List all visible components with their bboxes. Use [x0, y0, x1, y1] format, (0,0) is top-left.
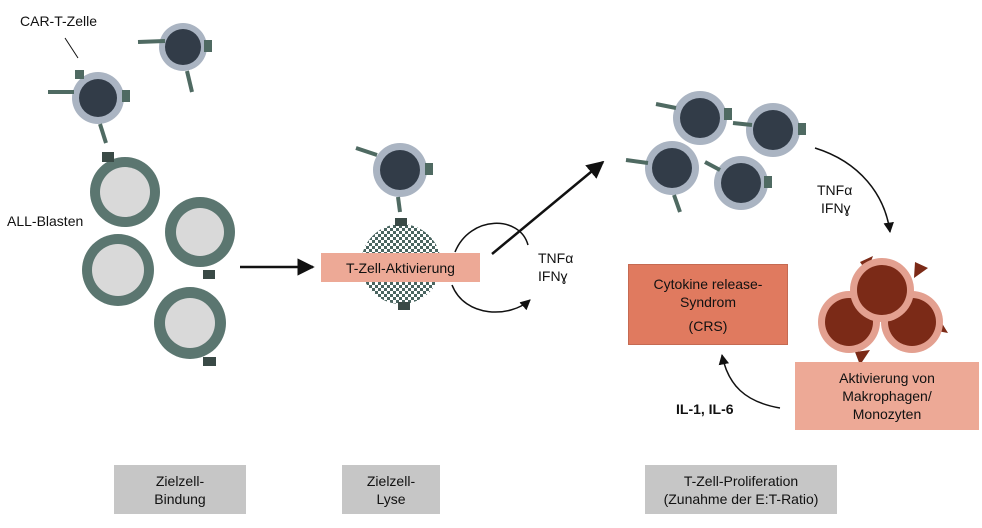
blast-cell [90, 152, 160, 227]
crs-box: Cytokine release- Syndrom (CRS) [628, 264, 788, 345]
ifn-gamma-label: IFNɣ [821, 200, 851, 216]
arrow-to-proliferation [491, 160, 605, 255]
car-t-cell [48, 70, 130, 144]
car-t-cell [355, 143, 433, 213]
stage-3-line-1: T-Zell-Proliferation [683, 472, 799, 489]
tnf-alpha-label: TNFα [817, 182, 853, 198]
cytokine-loop-arc [454, 222, 529, 253]
arrow-to-macrophages [814, 147, 894, 234]
all-blasts-label: ALL-Blasten [7, 213, 84, 229]
stage-1-line-1: Zielzell- [155, 472, 205, 489]
cytokine-loop-arrow [451, 284, 531, 313]
car-t-cell [625, 141, 699, 213]
car-t-cell [137, 23, 212, 93]
arrow-to-crs [718, 353, 781, 409]
blast-cell [82, 234, 154, 306]
macrophage-line-2: Makrophagen/ [842, 388, 932, 404]
crs-line-1: Cytokine release- [653, 275, 763, 292]
tnf-alpha-label: TNFα [538, 250, 574, 266]
stage-t-cell-proliferation: T-Zell-Proliferation (Zunahme der E:T-Ra… [645, 465, 837, 514]
macrophage-line-3: Monozyten [852, 406, 922, 422]
stage-2-line-1: Zielzell- [366, 472, 416, 489]
stage-target-binding: Zielzell- Bindung [114, 465, 246, 514]
macrophage-line-1: Aktivierung von [839, 370, 935, 386]
car-t-pointer-line [64, 37, 79, 59]
macrophage-cluster [818, 256, 948, 365]
car-t-cell [704, 156, 772, 210]
stage-3-line-2: (Zunahme der E:T-Ratio) [663, 490, 819, 507]
interleukin-label: IL-1, IL-6 [676, 401, 734, 417]
stage-target-lysis: Zielzell- Lyse [342, 465, 440, 514]
stage-1-line-2: Bindung [154, 490, 206, 507]
blast-cell [154, 287, 226, 366]
proliferating-t-cells [625, 91, 806, 213]
macrophage-activation-box: Aktivierung von Makrophagen/ Monozyten [795, 362, 979, 430]
crs-line-3: (CRS) [688, 317, 728, 334]
ifn-gamma-label: IFNɣ [538, 268, 568, 284]
car-t-cell [655, 91, 732, 145]
t-cell-activation-text: T-Zell-Aktivierung [346, 259, 455, 276]
stage-2-line-2: Lyse [376, 490, 406, 507]
crs-line-2: Syndrom [679, 293, 737, 310]
car-t-cell-label: CAR-T-Zelle [20, 13, 98, 29]
all-blast-cells [82, 152, 235, 366]
t-cell-activation-box: T-Zell-Aktivierung [321, 253, 480, 282]
car-t-cell [732, 103, 806, 157]
blast-cell [165, 197, 235, 279]
